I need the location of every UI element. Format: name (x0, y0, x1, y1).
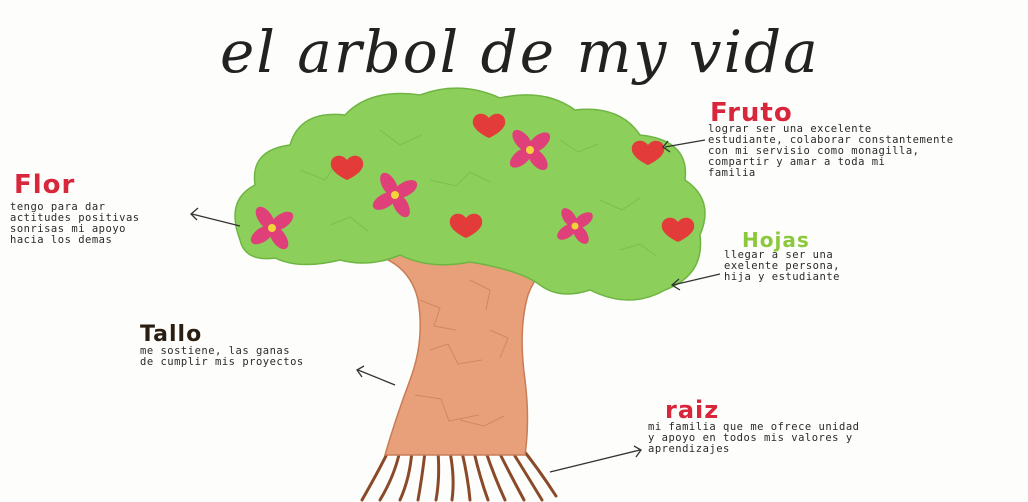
tallo-description: me sostiene, las ganas de cumplir mis pr… (140, 346, 304, 368)
fruto-description: lograr ser una excelente estudiante, col… (708, 124, 954, 179)
raiz-description: mi familia que me ofrece unidad y apoyo … (648, 422, 859, 455)
tallo-label: Tallo (140, 322, 202, 347)
flor-line: hacia los demas (10, 235, 140, 246)
raiz-label: raiz (665, 396, 719, 424)
flor-label: Flor (14, 170, 75, 200)
hojas-line: hija y estudiante (724, 272, 840, 283)
arrow-icon (191, 208, 240, 226)
tallo-line: de cumplir mis proyectos (140, 357, 304, 368)
raiz-line: aprendizajes (648, 444, 859, 455)
arrow-icon (550, 446, 641, 472)
flor-description: tengo para dar actitudes positivas sonri… (10, 202, 140, 246)
arrow-icon (357, 366, 395, 385)
fruto-line: familia (708, 168, 954, 179)
hojas-description: llegar a ser una exelente persona, hija … (724, 250, 840, 283)
